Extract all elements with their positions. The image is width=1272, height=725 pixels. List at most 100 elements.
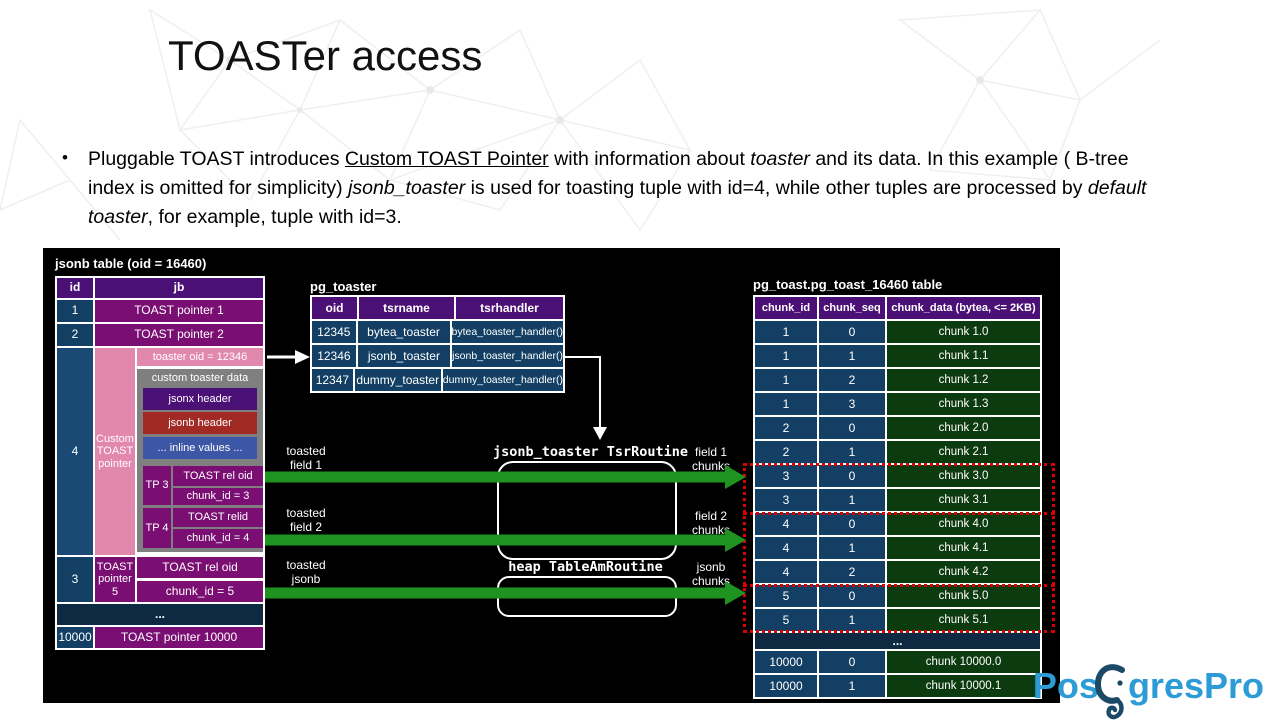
chunk-data-cell: chunk 4.1 [887,537,1040,559]
tsrhandler-cell: jsonb_toaster_handler() [452,345,563,367]
pg-toaster-col-tsrhandler: tsrhandler [456,297,563,319]
chunk-seq-cell: 0 [819,321,885,343]
table-row: 12345 bytea_toaster bytea_toaster_handle… [312,321,563,343]
jsonb-ellipsis-row: ... [57,604,263,625]
table-am-routine-label: heap TableAmRoutine [508,559,663,575]
tsrhandler-cell: bytea_toaster_handler() [451,321,563,343]
chunk-seq-cell: 2 [819,369,885,391]
col-chunk-seq: chunk_seq [819,297,885,319]
chunk-seq-cell: 1 [819,675,885,697]
toast-table-header-row: chunk_id chunk_seq chunk_data (bytea, <=… [755,297,1040,319]
logo-text-post: gresPro [1127,665,1264,706]
oid-cell: 12346 [312,345,356,367]
jsonb-row1-id: 1 [57,300,93,322]
tp4-relid-cell: TOAST relid [173,508,263,527]
bullet-paragraph: • Pluggable TOAST introduces Custom TOAS… [62,145,1172,232]
chunk-seq-cell: 1 [819,489,885,511]
table-row: 4 1 chunk 4.1 [755,537,1040,559]
chunk-seq-cell: 0 [819,585,885,607]
chunk-data-cell: chunk 10000.1 [887,675,1040,697]
chunk-data-cell: chunk 1.2 [887,369,1040,391]
table-row: 4 2 chunk 4.2 [755,561,1040,583]
chunk-id-cell: 4 [755,513,817,535]
chunk-seq-cell: 1 [819,609,885,631]
row3-rel-oid-cell: TOAST rel oid [137,557,263,578]
jsonb-row4-id: 4 [57,348,93,555]
tsrname-cell: bytea_toaster [357,321,450,343]
table-row: 10000 1 chunk 10000.1 [755,675,1040,697]
pg-toaster-col-oid: oid [312,297,357,319]
jsonb-col-header-id: id [57,278,93,298]
table-row: 10000 0 chunk 10000.0 [755,651,1040,673]
text-segment-italic: toaster [750,148,810,170]
jsonb-table: id jb 1 TOAST pointer 1 2 TOAST pointer … [55,276,265,650]
tp4-chunk-id-cell: chunk_id = 4 [173,529,263,548]
bullet-text: Pluggable TOAST introduces Custom TOAST … [88,145,1172,232]
chunk-seq-cell: 1 [819,345,885,367]
table-am-routine-box [497,576,677,617]
chunk-data-cell: chunk 3.1 [887,489,1040,511]
pg-toaster-col-tsrname: tsrname [359,297,454,319]
toasted-field1-label: toasted field 1 [286,444,326,472]
chunk-seq-cell: 2 [819,561,885,583]
handler-elbow-arrow [565,356,607,440]
chunk-seq-cell: 0 [819,513,885,535]
chunk-data-cell: chunk 3.0 [887,465,1040,487]
table-row: 1 1 chunk 1.1 [755,345,1040,367]
tsrname-cell: jsonb_toaster [357,345,451,367]
col-chunk-id: chunk_id [755,297,817,319]
toaster-oid-arrow [267,350,310,364]
toaster-oid-cell: toaster oid = 12346 [137,348,263,366]
tsr-routine-box [497,461,677,560]
chunk-seq-cell: 1 [819,537,885,559]
chunk-data-cell: chunk 10000.0 [887,651,1040,673]
chunk-data-cell: chunk 4.2 [887,561,1040,583]
chunk-seq-cell: 0 [819,417,885,439]
pg-toaster-rows: 12345 bytea_toaster bytea_toaster_handle… [312,321,563,391]
tp3-label-cell: TP 3 [143,466,171,505]
chunk-seq-cell: 0 [819,465,885,487]
chunk-seq-cell: 3 [819,393,885,415]
table-row: 2 0 chunk 2.0 [755,417,1040,439]
chunk-data-cell: chunk 5.0 [887,585,1040,607]
jsonb-row2-jb: TOAST pointer 2 [95,324,263,346]
toasted-jsonb-label: toasted jsonb [286,558,326,586]
tsrhandler-cell: dummy_toaster_handler() [442,369,563,391]
pg-toaster-table: oid tsrname tsrhandler 12345 bytea_toast… [310,295,565,393]
jsonb-row10000-jb: TOAST pointer 10000 [95,627,263,648]
jsonb-row2-id: 2 [57,324,93,346]
table-row: 3 1 chunk 3.1 [755,489,1040,511]
jsonb-row10000-id: 10000 [57,627,93,648]
inline-values-cell: ... inline values ... [143,437,257,459]
jsonx-header-cell: jsonx header [143,388,257,410]
page-title: TOASTer access [168,32,483,79]
table-row: 12347 dummy_toaster dummy_toaster_handle… [312,369,563,391]
chunk-id-cell: 2 [755,417,817,439]
toast-pointer5-cell: TOAST pointer 5 [95,557,135,602]
chunk-id-cell: 1 [755,345,817,367]
postgrespro-logo: Pos gresPro [1033,661,1264,720]
bullet-marker: • [62,148,68,167]
text-segment: is used for toasting tuple with id=4, wh… [465,177,1088,199]
jsonb-row3-id: 3 [57,557,93,602]
toast-table-ellipsis-row: ... [755,633,1040,649]
table-row: 2 1 chunk 2.1 [755,441,1040,463]
field2-chunks-label: field 2 chunks [691,509,731,537]
tsrname-cell: dummy_toaster [354,369,441,391]
jsonb-table-caption: jsonb table (oid = 16460) [55,256,207,271]
toast-table-rows: 1 0 chunk 1.0 1 1 chunk 1.1 1 2 chunk 1.… [755,321,1040,631]
chunk-data-cell: chunk 1.1 [887,345,1040,367]
chunk-id-cell: 3 [755,465,817,487]
pg-toaster-header-row: oid tsrname tsrhandler [312,297,563,319]
chunk-id-cell: 10000 [755,651,817,673]
toast-table-rows-bottom: 10000 0 chunk 10000.0 10000 1 chunk 1000… [755,651,1040,697]
custom-toaster-data-label: custom toaster data [151,371,249,384]
chunk-data-cell: chunk 4.0 [887,513,1040,535]
tsr-routine-label: jsonb_toaster TsrRoutine [493,444,689,460]
table-row: 3 0 chunk 3.0 [755,465,1040,487]
chunk-id-cell: 3 [755,489,817,511]
table-row: 1 2 chunk 1.2 [755,369,1040,391]
chunk-seq-cell: 0 [819,651,885,673]
chunk-data-cell: chunk 5.1 [887,609,1040,631]
field1-chunks-label: field 1 chunks [691,445,731,473]
